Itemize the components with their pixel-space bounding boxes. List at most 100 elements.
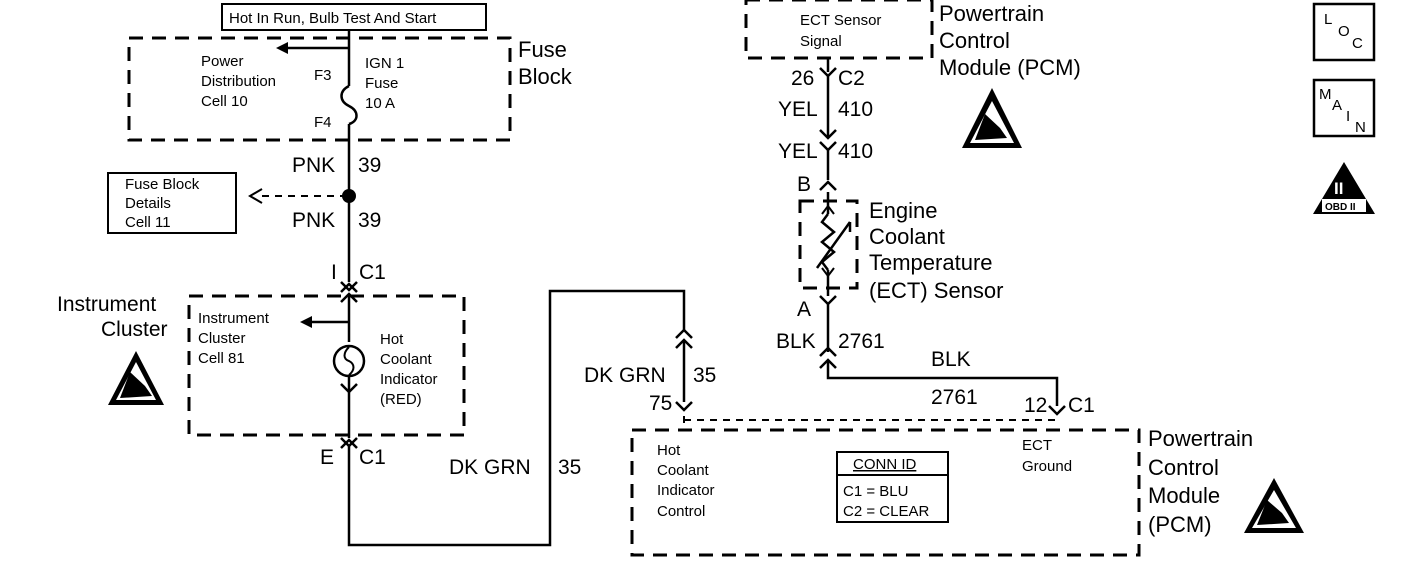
power-dist-label-3: Cell 10 bbox=[201, 93, 248, 110]
power-distribution-arrow-icon bbox=[276, 42, 288, 54]
ect-pin-a: A bbox=[797, 298, 811, 321]
svg-text:A: A bbox=[1332, 97, 1342, 114]
wire-blk-horiz-circuit: 2761 bbox=[931, 386, 978, 409]
ect-ground-1: ECT bbox=[1022, 437, 1052, 454]
ect-sensor-name-3: Temperature bbox=[869, 250, 993, 275]
wire-pnk-upper-circuit: 39 bbox=[358, 154, 381, 177]
pcm-bottom-title-3: Module bbox=[1148, 483, 1220, 508]
svg-text:II: II bbox=[1334, 179, 1343, 198]
indicator-1: Hot bbox=[380, 331, 404, 348]
conn-id-box bbox=[836, 451, 949, 523]
wire-dkgrn-right-color: DK GRN bbox=[584, 364, 666, 387]
hot-coolant-control-4: Control bbox=[657, 503, 705, 520]
wire-yel-1-color: YEL bbox=[778, 98, 818, 121]
pcm-bottom-outline bbox=[630, 428, 1141, 557]
cluster-cell-3: Cell 81 bbox=[198, 350, 245, 367]
fuse-name-1: IGN 1 bbox=[365, 55, 404, 72]
wire-dkgrn-left-circuit: 35 bbox=[558, 456, 581, 479]
conn-id-c1: C1 = BLU bbox=[843, 483, 908, 500]
connector-12-conn: C1 bbox=[1068, 394, 1095, 417]
wire-pnk-lower-color: PNK bbox=[292, 209, 335, 232]
fuse-details-arrow-icon bbox=[248, 188, 263, 204]
indicator-3: Indicator bbox=[380, 371, 438, 388]
ect-signal-1: ECT Sensor bbox=[800, 12, 881, 29]
fuse-block-title-line1: Fuse bbox=[518, 37, 567, 62]
svg-text:N: N bbox=[1355, 119, 1366, 136]
fuse-terminal-bottom: F4 bbox=[314, 114, 332, 131]
cluster-cell-1: Instrument bbox=[198, 310, 270, 327]
ect-pin-b: B bbox=[797, 173, 811, 196]
connector-i-c1-icon bbox=[340, 281, 358, 292]
main-icon[interactable]: M A I N bbox=[1312, 78, 1376, 138]
connector-26-conn: C2 bbox=[838, 67, 865, 90]
fuse-block-outline bbox=[127, 36, 512, 142]
connector-12-c1-icon bbox=[1048, 405, 1066, 416]
wire-pnk-lower-circuit: 39 bbox=[358, 209, 381, 232]
connector-e-pin: E bbox=[320, 446, 334, 469]
fuse-details-line-1: Fuse Block bbox=[125, 176, 200, 193]
pcm-top-title-3: Module (PCM) bbox=[939, 55, 1081, 80]
thermistor-icon bbox=[815, 192, 852, 296]
wire-yel-2-color: YEL bbox=[778, 140, 818, 163]
esd-sensitive-icon-bottom bbox=[1244, 478, 1304, 533]
ect-sensor-name-4: (ECT) Sensor bbox=[869, 278, 1003, 303]
fuse-details-line-3: Cell 11 bbox=[125, 214, 171, 231]
conn-id-c2: C2 = CLEAR bbox=[843, 503, 929, 520]
svg-text:I: I bbox=[1346, 108, 1350, 125]
svg-text:O: O bbox=[1338, 23, 1350, 40]
wire-blk-horiz-color: BLK bbox=[931, 348, 971, 371]
header-label: Hot In Run, Bulb Test And Start bbox=[229, 10, 437, 27]
connector-i-conn: C1 bbox=[359, 261, 386, 284]
pcm-pin-75: 75 bbox=[649, 392, 672, 415]
connector-12-pin: 12 bbox=[1024, 394, 1047, 417]
wire-dkgrn-right-circuit: 35 bbox=[693, 364, 716, 387]
wire-blk-vert-circuit: 2761 bbox=[838, 330, 885, 353]
cluster-cell-arrow-icon bbox=[300, 316, 312, 328]
hot-coolant-control-3: Indicator bbox=[657, 482, 715, 499]
obd-ii-icon[interactable]: II OBD II bbox=[1313, 162, 1375, 214]
ect-sensor-name-2: Coolant bbox=[869, 224, 945, 249]
wire-dkgrn-left-color: DK GRN bbox=[449, 456, 531, 479]
hot-coolant-control-2: Coolant bbox=[657, 462, 710, 479]
pcm-bottom-title-1: Powertrain bbox=[1148, 426, 1253, 451]
connector-75-icon bbox=[675, 401, 693, 412]
svg-text:C: C bbox=[1352, 35, 1363, 52]
conn-id-title: CONN ID bbox=[853, 456, 917, 473]
connector-i-pin: I bbox=[331, 261, 337, 284]
power-dist-label-2: Distribution bbox=[201, 73, 276, 90]
cluster-cell-2: Cluster bbox=[198, 330, 246, 347]
fuse-block-title-line2: Block bbox=[518, 64, 573, 89]
wire-yel-1-circuit: 410 bbox=[838, 98, 873, 121]
svg-text:M: M bbox=[1319, 86, 1332, 103]
indicator-color: (RED) bbox=[380, 391, 422, 408]
cluster-title-2: Cluster bbox=[101, 318, 168, 341]
indicator-2: Coolant bbox=[380, 351, 433, 368]
fuse-details-box bbox=[107, 172, 237, 234]
ect-sensor-name-1: Engine bbox=[869, 198, 938, 223]
fuse-terminal-top: F3 bbox=[314, 67, 332, 84]
wire-yel-2-circuit: 410 bbox=[838, 140, 873, 163]
pcm-top-title-1: Powertrain bbox=[939, 1, 1044, 26]
esd-sensitive-icon-top bbox=[962, 88, 1022, 148]
svg-text:L: L bbox=[1324, 11, 1332, 28]
pcm-top-title-2: Control bbox=[939, 28, 1010, 53]
fuse-details-line-2: Details bbox=[125, 195, 171, 212]
pcm-bottom-title-4: (PCM) bbox=[1148, 512, 1212, 537]
pcm-bottom-title-2: Control bbox=[1148, 455, 1219, 480]
fuse-name-2: Fuse bbox=[365, 75, 398, 92]
wire-pnk-upper-color: PNK bbox=[292, 154, 335, 177]
fuse-icon bbox=[340, 84, 358, 126]
connector-e-conn: C1 bbox=[359, 446, 386, 469]
wire-blk-vert-color: BLK bbox=[776, 330, 816, 353]
wire-dkgrn bbox=[347, 289, 686, 547]
ect-signal-2: Signal bbox=[800, 33, 842, 50]
connector-26-pin: 26 bbox=[791, 67, 814, 90]
ect-ground-2: Ground bbox=[1022, 458, 1072, 475]
svg-text:OBD II: OBD II bbox=[1325, 202, 1356, 213]
power-dist-label: Power bbox=[201, 53, 244, 70]
wire-blk bbox=[826, 360, 1059, 406]
cluster-title-1: Instrument bbox=[57, 293, 156, 316]
hot-coolant-control-1: Hot bbox=[657, 442, 681, 459]
loc-icon[interactable]: L O C bbox=[1312, 2, 1376, 62]
